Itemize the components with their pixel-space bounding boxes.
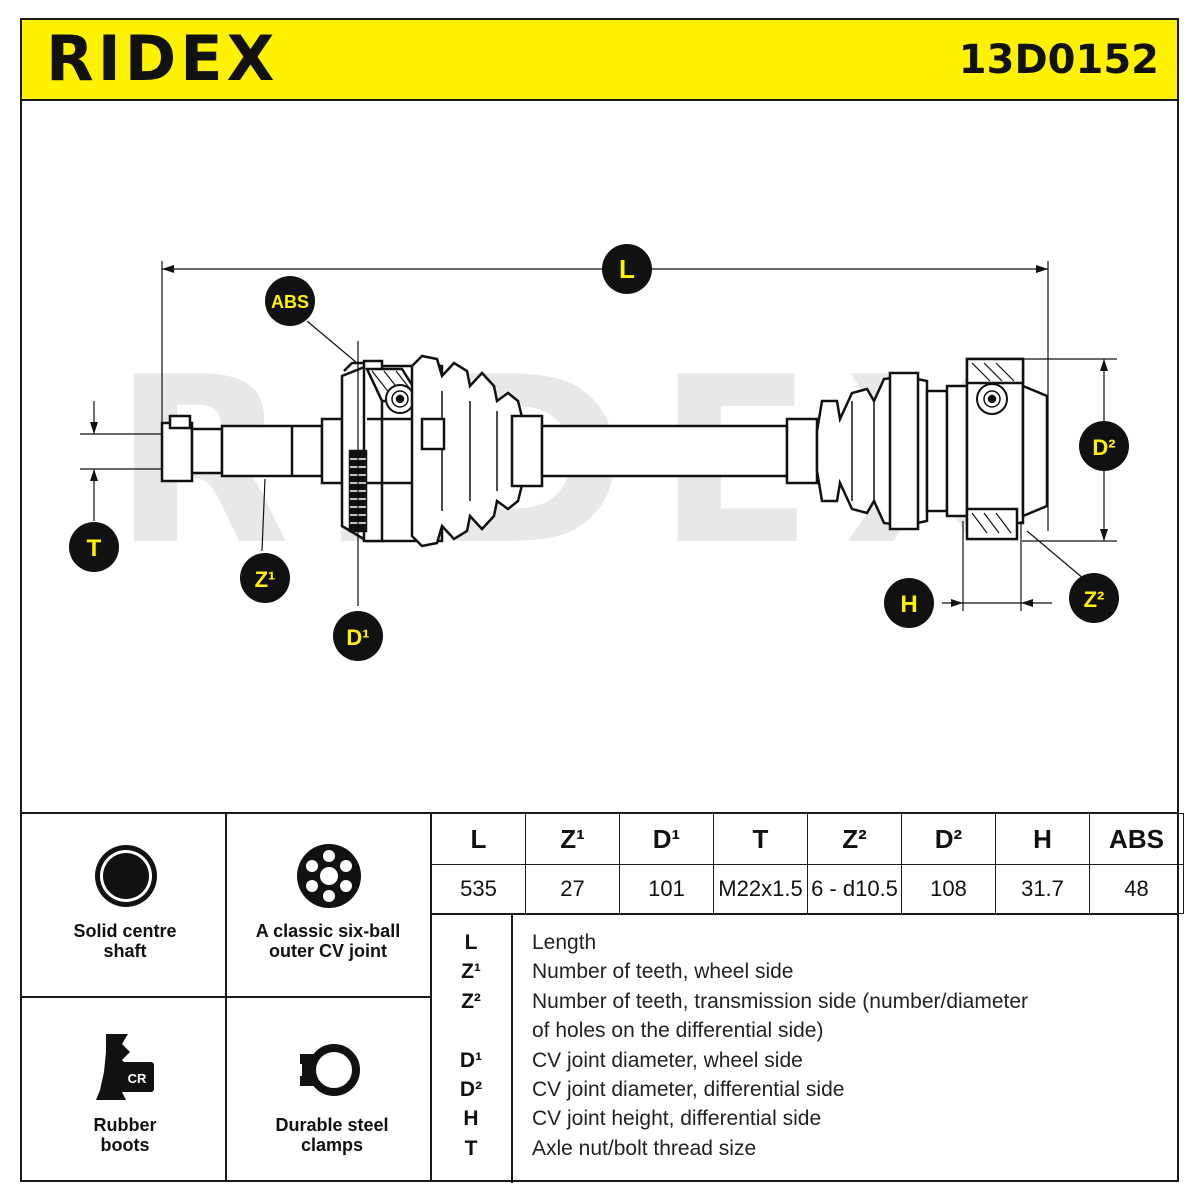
callout-T: T [69,522,119,572]
spec-value-cell: 101 [619,864,714,914]
svg-text:H: H [900,591,917,618]
svg-text:ABS: ABS [271,292,309,312]
legend-text: CV joint diameter, wheel side [532,1049,803,1072]
feature-label-steel-clamps: Durable steel clamps [275,1115,389,1155]
legend-text: Length [532,931,597,954]
svg-text:Z²: Z² [1084,587,1105,612]
spec-value-cell: 48 [1089,864,1184,914]
spec-header-cell: L [431,813,526,865]
steel-clamp-icon [300,1044,360,1096]
callout-Z2: Z² [1069,573,1119,623]
spec-table-value-row: 535 27 101 M22x1.5 6 - d10.5 108 31.7 48 [431,864,1184,914]
legend-text: of holes on the differential side) [532,1019,824,1042]
svg-text:D²: D² [1092,435,1115,460]
six-ball-cv-joint-icon [297,844,361,908]
brand-logo: RIDEX [46,22,279,95]
spec-header-cell: Z¹ [525,813,620,865]
legend-symbol: Z¹ [461,960,481,983]
callout-L: L [602,244,652,294]
callout-D1: D¹ [333,611,383,661]
spec-value-cell: 535 [431,864,526,914]
spec-header-cell: D¹ [619,813,714,865]
legend-text: Axle nut/bolt thread size [532,1137,757,1160]
spec-value-cell: 6 - d10.5 [807,864,902,914]
feature-label-six-ball: A classic six-ball outer CV joint [255,921,401,961]
spec-value-cell: 31.7 [995,864,1090,914]
spec-header-cell: T [713,813,808,865]
part-number: 13D0152 [958,37,1159,83]
spec-header-cell: ABS [1089,813,1184,865]
header-bar: RIDEX 13D0152 [22,20,1177,101]
legend: L Length Z¹ Number of teeth, wheel side … [431,913,1179,1183]
legend-divider [511,915,513,1183]
legend-text: Number of teeth, transmission side (numb… [532,990,1029,1013]
spec-header-cell: D² [901,813,996,865]
legend-text: Number of teeth, wheel side [532,960,794,983]
svg-text:D¹: D¹ [346,625,369,650]
spec-table-header-row: L Z¹ D¹ T Z² D² H ABS [431,813,1184,865]
svg-text:L: L [619,254,635,284]
solid-shaft-icon [95,845,157,907]
spec-header-cell: Z² [807,813,902,865]
callout-Z1: Z¹ [240,553,290,603]
callout-D2: D² [1079,421,1129,471]
spec-value-cell: M22x1.5 [713,864,808,914]
legend-symbol: D¹ [459,1049,483,1072]
spec-value-cell: 27 [525,864,620,914]
callout-H: H [884,578,934,628]
spec-header-cell: H [995,813,1090,865]
svg-text:T: T [87,535,102,562]
callout-ABS: ABS [265,276,315,326]
legend-text: CV joint height, differential side [532,1107,822,1130]
drive-shaft-drawing: RIDEX [69,244,1129,661]
rubber-boot-cr-icon: CR [96,1034,154,1100]
legend-symbol: Z² [461,990,481,1013]
legend-symbol: D² [459,1078,483,1101]
feature-grid-vline-2 [430,813,432,1181]
spec-table: L Z¹ D¹ T Z² D² H ABS 535 27 101 M22x1.5… [431,813,1184,914]
feature-label-rubber-boots: Rubber boots [93,1115,157,1155]
legend-symbol: T [464,1137,478,1160]
page-frame [20,18,1179,1182]
legend-text: CV joint diameter, differential side [532,1078,845,1101]
legend-symbol: H [463,1107,479,1130]
spec-value-cell: 108 [901,864,996,914]
svg-text:CR: CR [128,1071,147,1086]
svg-text:Z¹: Z¹ [255,567,276,592]
feature-grid-hline [20,996,431,998]
feature-label-solid-shaft: Solid centre shaft [73,921,177,961]
legend-symbol: L [464,931,478,954]
